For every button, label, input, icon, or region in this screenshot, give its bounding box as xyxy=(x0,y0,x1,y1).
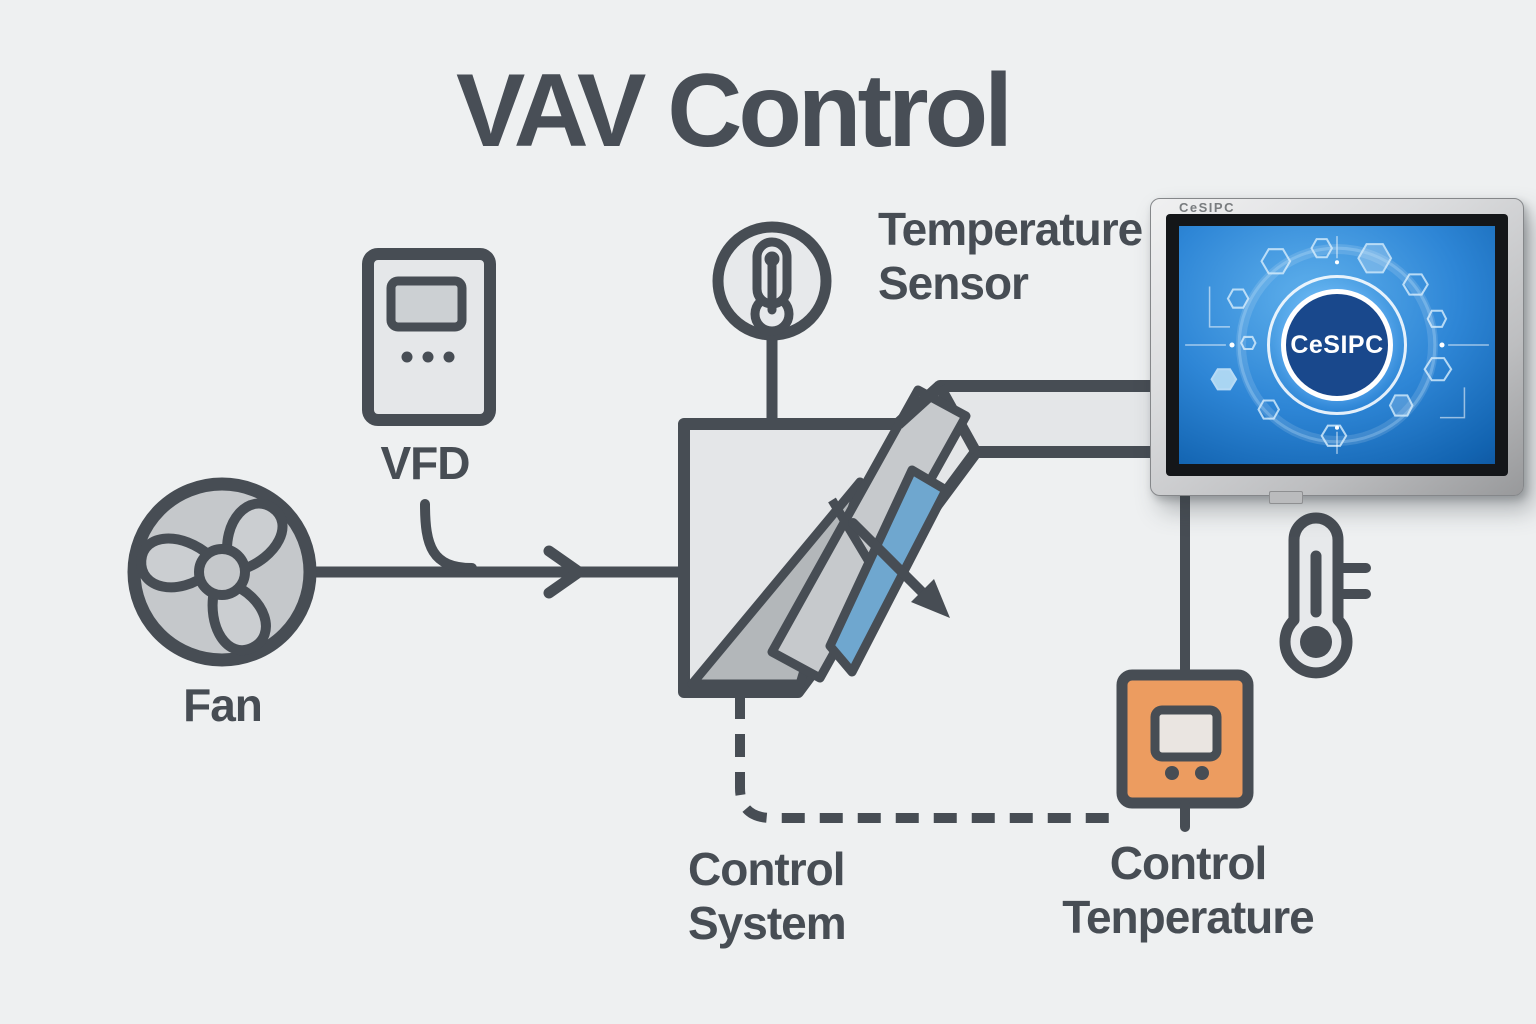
control-system-label: Control System xyxy=(688,842,847,950)
tablet-mount-tab xyxy=(1269,491,1303,504)
airflow-arrow-icon xyxy=(848,518,950,618)
page-title: VAV Control xyxy=(456,53,1013,169)
fan-label: Fan xyxy=(183,679,263,731)
control-temperature-label: Control Tenperature xyxy=(1028,836,1348,944)
control-temperature-label-line1: Control xyxy=(1109,837,1268,889)
control-system-label-line1: Control xyxy=(688,843,846,895)
temperature-sensor-label-line1: Temperature xyxy=(878,203,1143,255)
fan-icon xyxy=(127,477,317,667)
flow-chevron-icon xyxy=(543,545,585,599)
tablet-bezel: CeSIPC xyxy=(1166,214,1508,476)
cesipc-logo: CeSIPC xyxy=(1281,289,1393,401)
vfd-connector-line xyxy=(420,499,477,573)
temperature-sensor-label: Temperature Sensor xyxy=(878,202,1143,310)
control-system-label-line2: System xyxy=(688,897,847,949)
tablet-screen: CeSIPC xyxy=(1179,226,1495,464)
logo-text: CeSIPC xyxy=(1290,330,1384,359)
vfd-icon xyxy=(362,248,496,426)
temperature-sensor-label-line2: Sensor xyxy=(878,257,1029,309)
control-wiring-dashed xyxy=(735,696,1122,823)
thermostat-icon xyxy=(1116,669,1254,832)
logo-glow-ring xyxy=(1236,244,1438,446)
tablet-bezel-brand: CeSIPC xyxy=(1179,200,1235,215)
logo-ring: CeSIPC xyxy=(1267,275,1407,415)
industrial-panel-pc: CeSIPC xyxy=(1150,198,1524,504)
thermometer-icon xyxy=(1279,512,1371,679)
temperature-sensor-icon xyxy=(712,221,832,426)
control-temperature-label-line2: Tenperature xyxy=(1062,891,1314,943)
duct-damper-icon xyxy=(678,380,1166,698)
vfd-label: VFD xyxy=(380,437,471,489)
